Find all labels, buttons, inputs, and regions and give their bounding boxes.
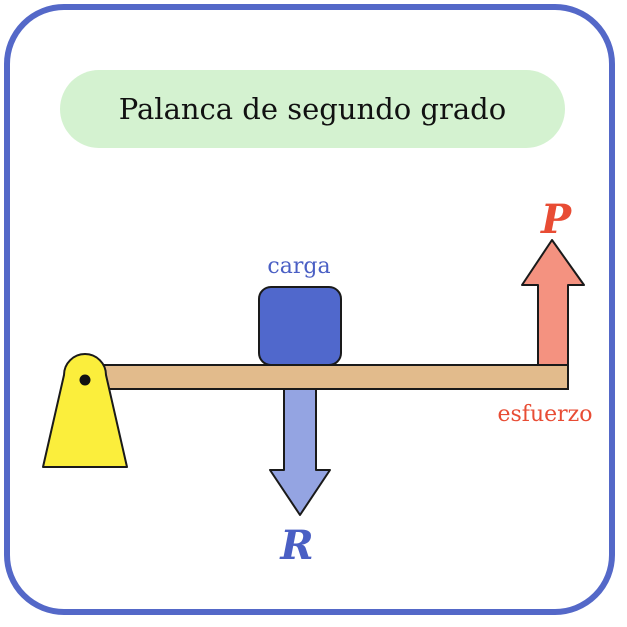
- power-symbol: P: [540, 196, 573, 243]
- effort-label: esfuerzo: [498, 402, 593, 427]
- title-banner: Palanca de segundo grado: [60, 70, 565, 148]
- resistance-arrow: [269, 388, 331, 516]
- load-label: carga: [267, 254, 330, 279]
- diagram-title: Palanca de segundo grado: [118, 92, 507, 126]
- fulcrum-pivot: [79, 374, 91, 386]
- load-block: [258, 286, 342, 366]
- fulcrum: [42, 353, 128, 468]
- resistance-symbol: R: [279, 522, 313, 569]
- lever-beam: [79, 364, 569, 390]
- effort-arrow: [521, 239, 585, 366]
